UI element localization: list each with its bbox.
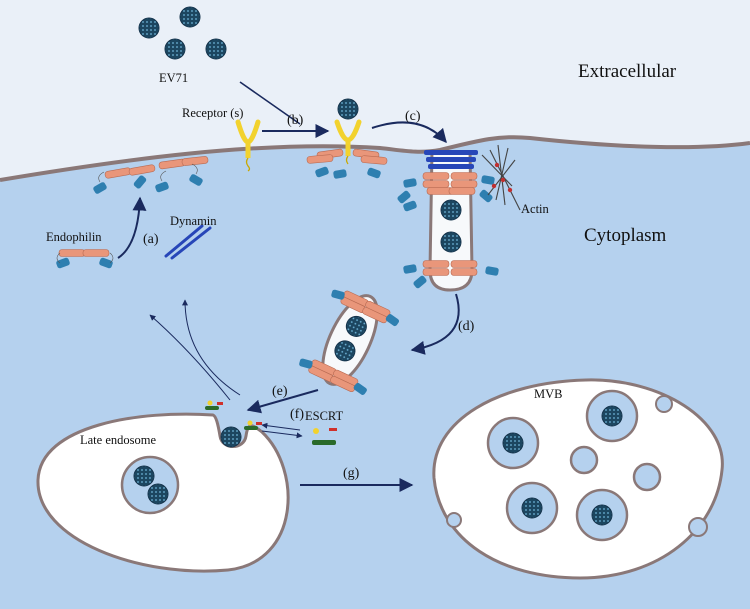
step-g-label: (g) (343, 466, 360, 481)
arrow-f-out (261, 430, 303, 439)
escrt-label: ESCRT (305, 409, 344, 423)
escrt-components (312, 428, 337, 445)
virus-receptor-complex (306, 98, 388, 180)
mvb-label: MVB (534, 387, 562, 401)
endophilin-label: Endophilin (46, 230, 102, 244)
recycle-arrow-2 (182, 299, 241, 396)
arrow-f-in (261, 422, 301, 431)
dynamin-label: Dynamin (170, 214, 217, 228)
arrow-e (246, 389, 319, 414)
endophilin-free (55, 249, 114, 269)
step-a-label: (a) (143, 232, 159, 247)
step-e-label: (e) (272, 384, 288, 399)
ev71-label: EV71 (159, 71, 188, 85)
late-endosome-label: Late endosome (80, 433, 156, 447)
cytoplasm-label: Cytoplasm (584, 225, 667, 246)
step-c-label: (c) (405, 109, 421, 124)
late-endosome (36, 400, 290, 573)
arrow-a (117, 196, 147, 259)
actin-nodes (491, 162, 513, 193)
extracellular-label: Extracellular (578, 61, 677, 82)
endocytic-tube (396, 149, 500, 292)
actin-label: Actin (521, 202, 550, 216)
receptor-free (235, 119, 261, 172)
step-d-label: (d) (458, 319, 475, 334)
step-b-label: (b) (287, 113, 304, 128)
dynamin (164, 224, 212, 260)
endocytic-vesicle (298, 289, 401, 396)
arrow-c (371, 121, 447, 144)
step-f-label: (f) (290, 407, 304, 422)
mvb (432, 378, 724, 580)
ev71-approach-line (239, 81, 301, 125)
endophilin-on-membrane (92, 155, 209, 195)
arrow-d (410, 293, 460, 355)
recycle-arrow-1 (149, 314, 231, 401)
receptor-label: Receptor (s) (182, 106, 243, 120)
